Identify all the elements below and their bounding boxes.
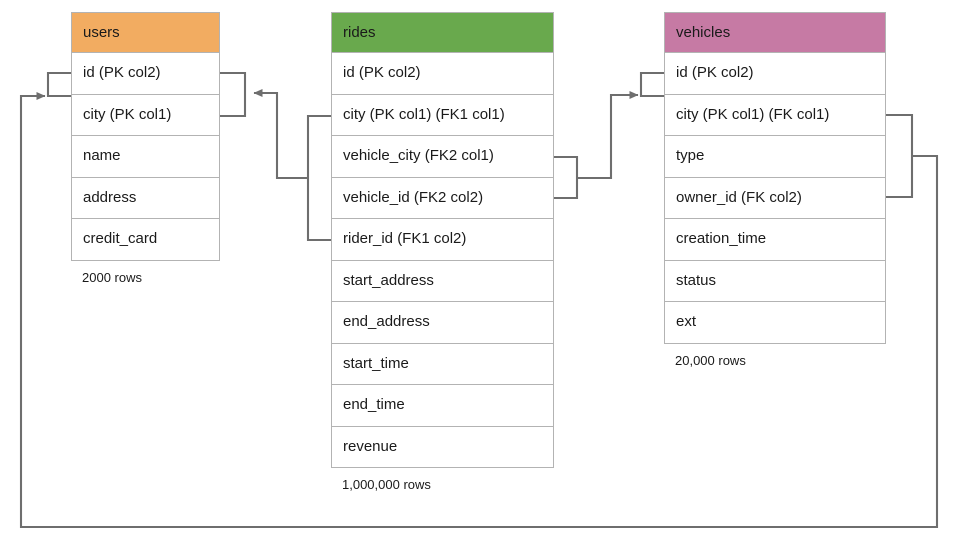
table-vehicles-row-count: 20,000 rows [675, 352, 746, 368]
table-vehicles-row-owner-id[interactable]: owner_id (FK col2) [664, 177, 886, 219]
table-users[interactable]: users id (PK col2) city (PK col1) name a… [71, 12, 220, 285]
table-rides-title: rides [343, 24, 376, 41]
connector-users-left-bracket [46, 71, 71, 98]
column-label: city (PK col1) (FK1 col1) [343, 105, 505, 123]
table-vehicles-row-creation-time[interactable]: creation_time [664, 219, 886, 261]
table-vehicles-row-status[interactable]: status [664, 260, 886, 302]
connector-vehicles-fk-to-users [19, 92, 939, 529]
table-users-row-name[interactable]: name [71, 136, 220, 178]
table-rides-row-city[interactable]: city (PK col1) (FK1 col1) [331, 94, 554, 136]
column-label: revenue [343, 437, 398, 455]
table-vehicles-row-type[interactable]: type [664, 136, 886, 178]
connector-users-right-bracket [220, 71, 247, 118]
connector-rides-fk1-to-users [253, 89, 308, 180]
column-label: type [676, 147, 705, 164]
connector-rides-right-bracket [554, 155, 579, 200]
column-label: owner_id (FK col2) [676, 188, 802, 206]
table-rides-row-vehicle-id[interactable]: vehicle_id (FK2 col2) [331, 177, 554, 219]
connector-vehicles-right-bracket [886, 113, 914, 199]
table-rides-row-rider-id[interactable]: rider_id (FK1 col2) [331, 219, 554, 261]
table-rides-row-end-address[interactable]: end_address [331, 302, 554, 344]
table-vehicles-title: vehicles [676, 24, 731, 41]
connector-rides-left-bracket [306, 114, 331, 242]
column-label: start_time [343, 354, 409, 372]
table-rides-row-revenue[interactable]: revenue [331, 426, 554, 468]
column-label: address [83, 188, 137, 206]
table-vehicles-row-ext[interactable]: ext [664, 302, 886, 344]
column-label: vehicle_id (FK2 col2) [343, 188, 484, 206]
column-label: city (PK col1) (FK col1) [676, 105, 830, 123]
column-label: city (PK col1) [83, 105, 172, 123]
column-label: id (PK col2) [343, 64, 421, 81]
connector-rides-fk2-to-vehicles [577, 91, 639, 180]
table-vehicles-row-id[interactable]: id (PK col2) [664, 53, 886, 95]
column-label: rider_id (FK1 col2) [343, 230, 467, 247]
column-label: end_address [343, 313, 430, 330]
table-rides-row-start-time[interactable]: start_time [331, 343, 554, 385]
table-vehicles[interactable]: vehicles id (PK col2) city (PK col1) (FK… [664, 12, 886, 368]
table-users-row-id[interactable]: id (PK col2) [71, 53, 220, 95]
table-users-header: users [71, 12, 220, 53]
table-rides-row-start-address[interactable]: start_address [331, 260, 554, 302]
table-vehicles-row-city[interactable]: city (PK col1) (FK col1) [664, 94, 886, 136]
table-users-row-city[interactable]: city (PK col1) [71, 94, 220, 136]
table-rides-row-count: 1,000,000 rows [342, 477, 431, 492]
table-rides-header: rides [331, 12, 554, 53]
table-rides-row-end-time[interactable]: end_time [331, 385, 554, 427]
table-rides-row-id[interactable]: id (PK col2) [331, 53, 554, 95]
table-users-row-address[interactable]: address [71, 177, 220, 219]
table-users-row-credit-card[interactable]: credit_card [71, 219, 220, 261]
column-label: vehicle_city (FK2 col1) [343, 147, 494, 164]
connector-vehicles-left-bracket [639, 71, 664, 98]
table-users-title: users [83, 24, 120, 41]
column-label: end_time [343, 396, 405, 413]
table-rides-row-vehicle-city[interactable]: vehicle_city (FK2 col1) [331, 136, 554, 178]
column-label: id (PK col2) [676, 64, 754, 81]
column-label: name [83, 147, 121, 164]
column-label: id (PK col2) [83, 64, 161, 81]
table-users-row-count: 2000 rows [82, 269, 142, 285]
column-label: ext [676, 313, 697, 330]
table-vehicles-header: vehicles [664, 12, 886, 53]
column-label: creation_time [676, 230, 767, 247]
column-label: status [676, 271, 717, 289]
column-label: credit_card [83, 230, 158, 247]
column-label: start_address [343, 271, 434, 289]
table-rides[interactable]: rides id (PK col2) city (PK col1) (FK1 c… [331, 12, 554, 492]
